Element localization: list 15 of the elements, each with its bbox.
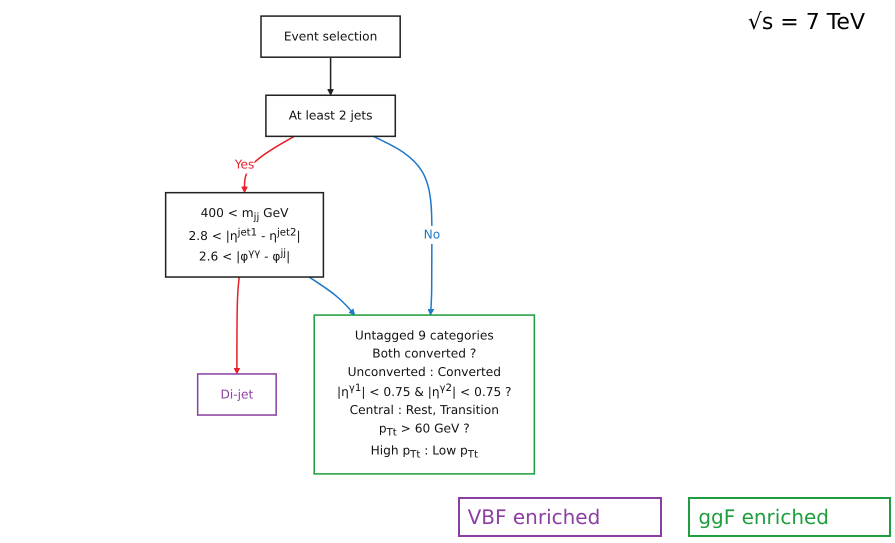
node-box: Event selection	[260, 15, 401, 58]
legend-entry: ggF enriched	[688, 497, 891, 537]
node-box: Untagged 9 categories Both converted ? Unconverted : Converted |η$^{γ1}$| < 0.75 & |η$^{γ2}$| < 0.75 ? Central : Rest, Transition p$_{Tt}$ > 60 GeV ? High p$_{Tt}$ : Low p$_{Tt}$	[313, 314, 536, 475]
node-box: At least 2 jets	[265, 94, 396, 138]
arrow	[373, 136, 434, 316]
edge-label: Yes	[234, 156, 254, 172]
arrow	[327, 57, 334, 96]
node-box: 400 < m$_{jj}$ GeV 2.8 < |η$^{jet1}$ - η$^{jet2}$| 2.6 < |φ$^{γγ}$ - φ$^{jj}$|	[164, 192, 324, 278]
legend-entry: VBF enriched	[458, 497, 662, 537]
arrow	[234, 276, 240, 374]
node-box: Di-jet	[196, 373, 277, 416]
arrow	[241, 136, 295, 193]
edge-label: No	[424, 227, 440, 242]
energy-note: √s = 7 TeV	[748, 10, 865, 35]
arrow	[308, 276, 356, 316]
